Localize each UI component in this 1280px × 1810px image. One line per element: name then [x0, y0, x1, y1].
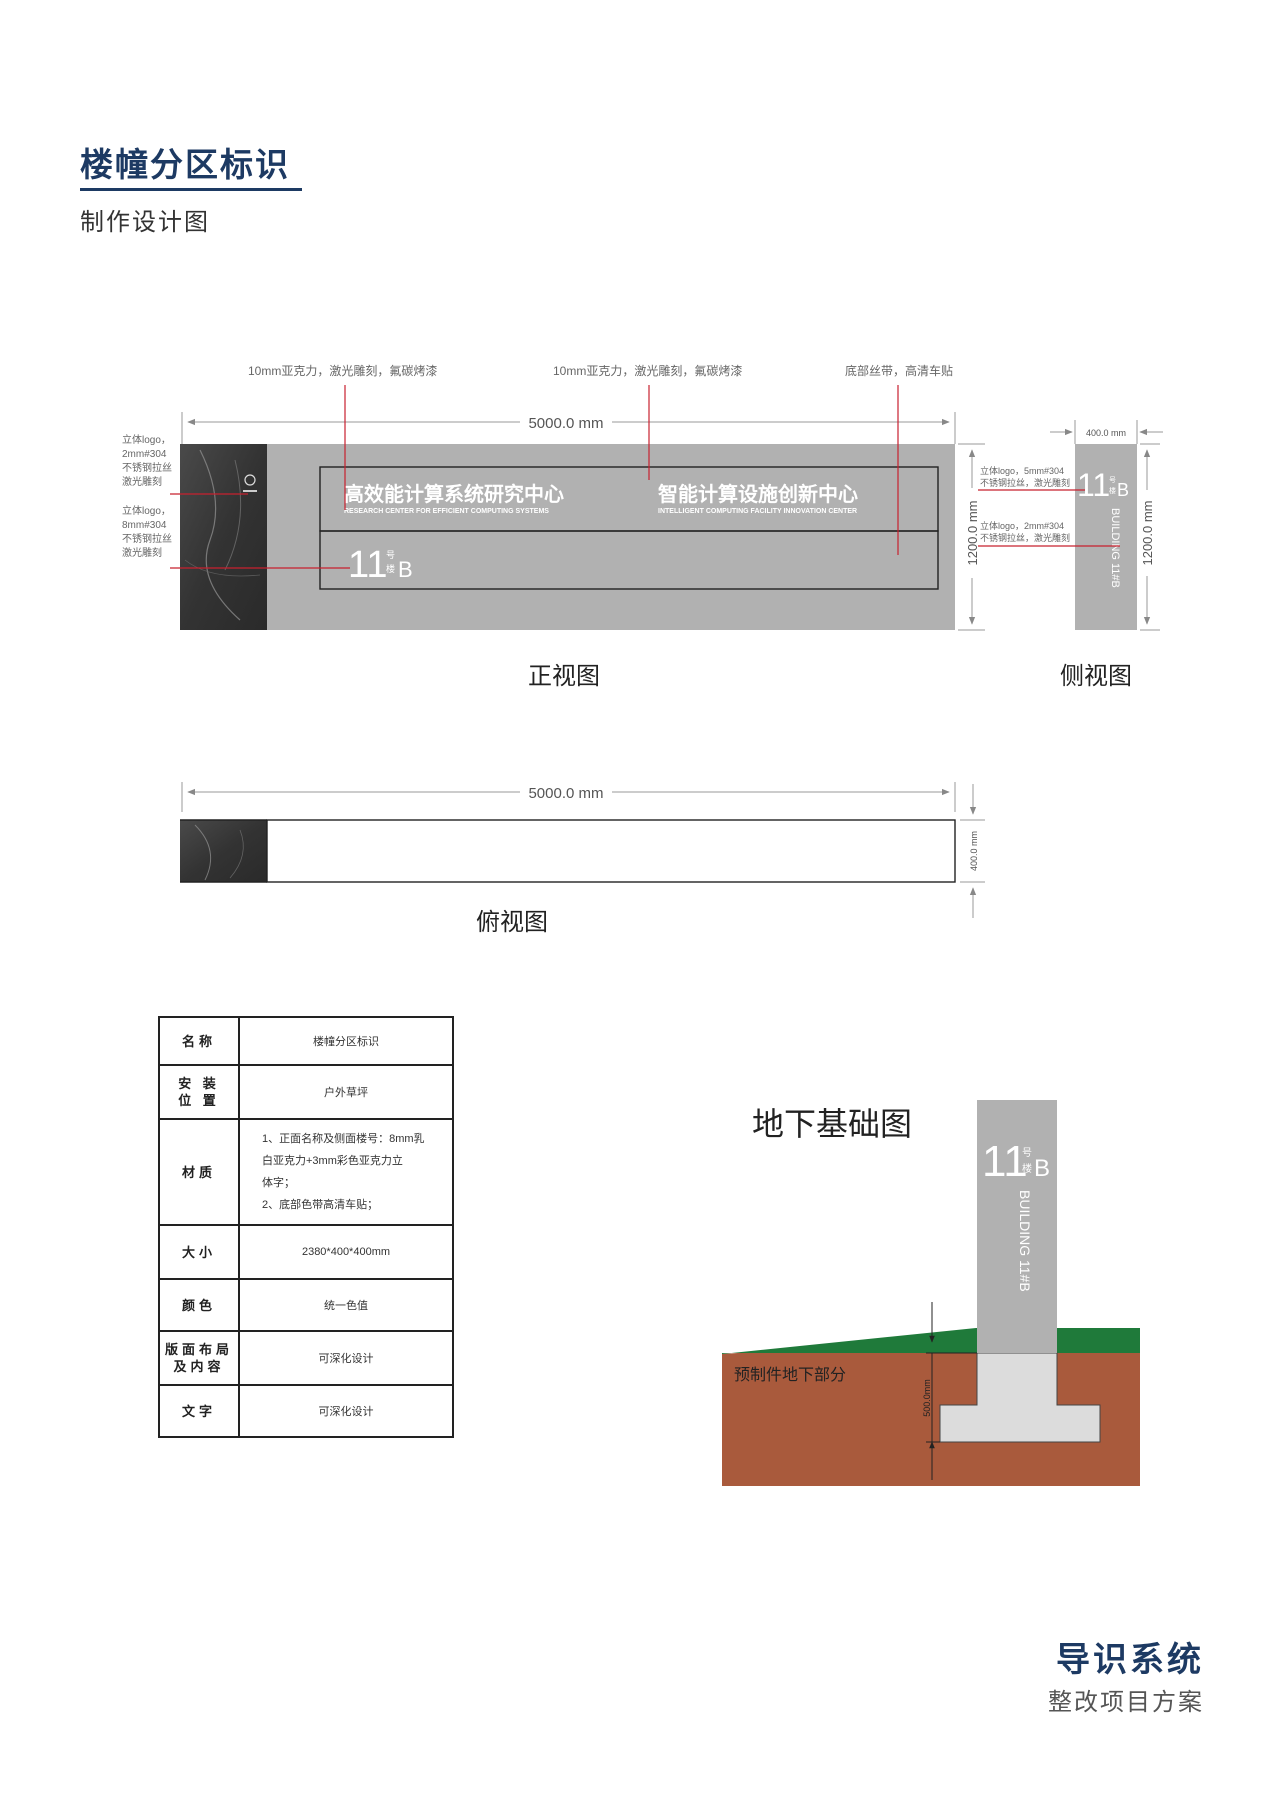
front-name-en-1: RESEARCH CENTER FOR EFFICIENT COMPUTING … — [344, 508, 549, 515]
note-top-right: 底部丝带，高清车贴 — [845, 364, 954, 378]
front-name-cn-2: 智能计算设施创新中心 — [658, 482, 858, 506]
svg-text:号: 号 — [1109, 476, 1116, 484]
side-width-dimension: 400.0 mm — [1050, 420, 1163, 444]
front-leader-lines — [170, 385, 899, 569]
spec-key: 版面布局及内容 — [158, 1330, 240, 1386]
grass-layer — [722, 1328, 1140, 1354]
spec-value: 统一色值 — [238, 1278, 454, 1332]
table-row: 大小 2380*400*400mm — [158, 1224, 454, 1280]
top-width-dimension: 5000.0 mm — [181, 782, 956, 812]
note-top-mid: 10mm亚克力，激光雕刻，氟碳烤漆 — [553, 364, 743, 378]
svg-text:号: 号 — [1022, 1147, 1032, 1159]
svg-text:楼: 楼 — [1022, 1162, 1032, 1175]
svg-text:1200.0 mm: 1200.0 mm — [965, 500, 980, 565]
svg-text:5000.0 mm: 5000.0 mm — [528, 785, 603, 802]
svg-text:500.0mm: 500.0mm — [922, 1379, 932, 1417]
spec-value: 楼幢分区标识 — [238, 1016, 454, 1066]
spec-value: 2380*400*400mm — [238, 1224, 454, 1280]
side-height-dimension: 1200.0 mm — [1140, 443, 1160, 631]
side-view-label: 侧视图 — [1060, 663, 1132, 690]
side-panel — [1075, 444, 1137, 630]
spec-key: 安 装位 置 — [158, 1064, 240, 1120]
top-stone-panel — [180, 820, 267, 882]
footer-title: 导识系统 — [1056, 1641, 1204, 1679]
page-title: 楼幢分区标识 — [80, 146, 290, 183]
svg-text:400.0 mm: 400.0 mm — [969, 831, 979, 871]
front-view-label: 正视图 — [528, 663, 600, 690]
top-view-label: 俯视图 — [476, 909, 548, 936]
concrete-foundation — [939, 1352, 1101, 1443]
design-drawing: 5000.0 mm 高效能计算系统研究中心 RESEARCH CENTER FO… — [170, 385, 1163, 936]
side-building-number: 11 — [1077, 467, 1110, 503]
page-subtitle: 制作设计图 — [80, 209, 210, 236]
front-width-dimension: 5000.0 mm — [181, 412, 956, 444]
svg-text:B: B — [1034, 1155, 1050, 1182]
svg-text:楼: 楼 — [1109, 486, 1116, 495]
title-underline — [80, 188, 302, 191]
spec-value: 可深化设计 — [238, 1330, 454, 1386]
spec-key: 名称 — [158, 1016, 240, 1066]
front-width-label: 5000.0 mm — [528, 415, 603, 432]
table-row: 文字 可深化设计 — [158, 1384, 454, 1438]
side-leader-lines — [978, 489, 1120, 547]
table-row: 名称 楼幢分区标识 — [158, 1016, 454, 1066]
spec-key: 文字 — [158, 1384, 240, 1438]
spec-value: 1、正面名称及侧面楼号：8mm乳 白亚克力+3mm彩色亚克力立 体字； 2、底部… — [238, 1118, 454, 1226]
spec-value: 可深化设计 — [238, 1384, 454, 1438]
table-row: 安 装位 置 户外草坪 — [158, 1064, 454, 1120]
svg-text:BUILDING 11#B: BUILDING 11#B — [1017, 1190, 1033, 1292]
foundation-label: 预制件地下部分 — [734, 1366, 846, 1384]
front-main-panel — [267, 444, 955, 630]
spec-value: 户外草坪 — [238, 1064, 454, 1120]
front-name-en-2: INTELLIGENT COMPUTING FACILITY INNOVATIO… — [658, 508, 857, 515]
side-vertical-text: BUILDING 11#B — [1109, 508, 1121, 588]
table-row: 材质 1、正面名称及侧面楼号：8mm乳 白亚克力+3mm彩色亚克力立 体字； 2… — [158, 1118, 454, 1226]
svg-text:号: 号 — [386, 550, 395, 560]
svg-text:400.0 mm: 400.0 mm — [1086, 428, 1126, 438]
spec-key: 材质 — [158, 1118, 240, 1226]
front-name-cn-1: 高效能计算系统研究中心 — [344, 482, 564, 506]
svg-text:楼: 楼 — [386, 563, 395, 574]
foundation-title: 地下基础图 — [752, 1106, 912, 1142]
note-top-left: 10mm亚克力，激光雕刻，氟碳烤漆 — [248, 364, 438, 378]
spec-key: 大小 — [158, 1224, 240, 1280]
side-building-letter: B — [1117, 480, 1129, 500]
svg-text:11: 11 — [982, 1137, 1028, 1186]
front-building-letter: B — [398, 557, 413, 582]
top-body-outline — [266, 819, 956, 883]
foundation-depth-dimension: 500.0mm — [922, 1302, 977, 1480]
spec-table: 名称 楼幢分区标识 安 装位 置 户外草坪 材质 1、正面名称及侧面楼号：8mm… — [158, 1016, 454, 1438]
front-number-box — [319, 530, 939, 590]
spec-key: 颜色 — [158, 1278, 240, 1332]
foundation-diagram: 地下基础图 11 号 楼 B BUILDING 11#B 500.0mm 预制件… — [722, 1100, 1140, 1486]
table-row: 颜色 统一色值 — [158, 1278, 454, 1332]
logo-icon — [244, 474, 256, 486]
svg-text:1200.0 mm: 1200.0 mm — [1140, 500, 1155, 565]
front-height-dimension: 1200.0 mm — [958, 443, 985, 631]
table-row: 版面布局及内容 可深化设计 — [158, 1330, 454, 1386]
foundation-sign-post — [977, 1100, 1057, 1353]
footer-subtitle: 整改项目方案 — [1048, 1689, 1204, 1716]
front-building-number: 11 — [348, 544, 387, 586]
top-depth-dimension: 400.0 mm — [960, 784, 985, 918]
